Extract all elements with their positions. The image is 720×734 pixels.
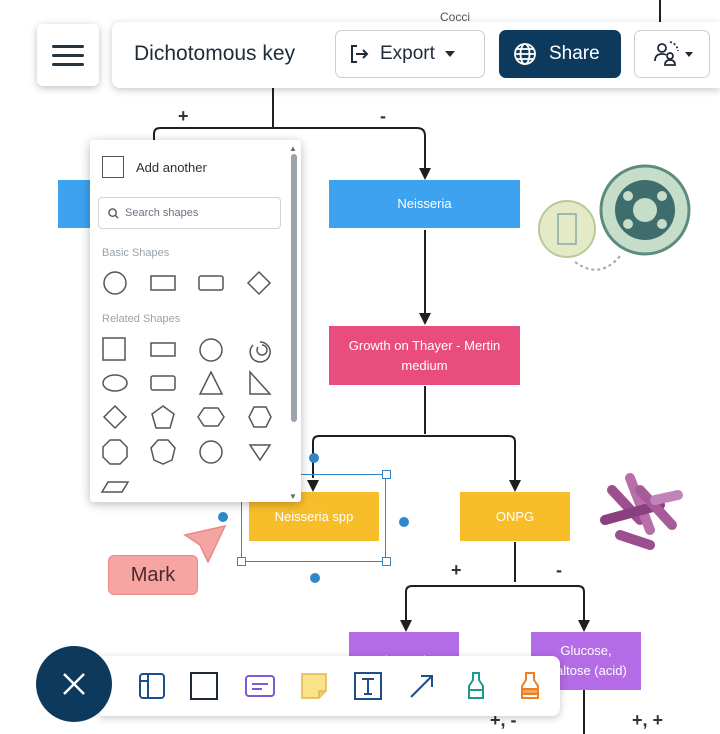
- text-icon: [354, 672, 382, 700]
- frame-icon: [139, 673, 165, 699]
- node-onpg[interactable]: ONPG: [460, 492, 570, 541]
- related-parallelogram-icon: [100, 481, 130, 493]
- add-another-checkbox[interactable]: [102, 156, 124, 178]
- scroll-up-icon[interactable]: ▲: [289, 144, 297, 153]
- card-icon: [245, 675, 275, 697]
- node-growth-medium[interactable]: Growth on Thayer - Mertin medium: [329, 326, 520, 385]
- search-shapes-field[interactable]: [98, 197, 281, 229]
- frame-tool[interactable]: [134, 668, 170, 704]
- rounded-rectangle-shape-icon: [198, 275, 224, 291]
- collaborators-icon: [654, 41, 679, 66]
- related-shapes-grid[interactable]: [90, 330, 290, 500]
- connector-dot-left[interactable]: [218, 512, 228, 522]
- diamond-shape-icon: [246, 270, 272, 296]
- related-diamond-icon: [102, 404, 128, 430]
- mark-cursor-icon: [183, 524, 227, 564]
- highlighter-icon: [468, 672, 484, 699]
- scroll-down-icon[interactable]: ▼: [289, 492, 297, 501]
- related-octagon-icon: [102, 439, 128, 465]
- selection-box[interactable]: [241, 474, 386, 562]
- related-square-icon: [102, 337, 126, 361]
- panel-scrollbar[interactable]: [291, 154, 297, 422]
- export-icon: [351, 45, 369, 63]
- cocci-illustration: [538, 164, 691, 271]
- related-heptagon-icon: [248, 406, 272, 428]
- basic-shapes-title: Basic Shapes: [102, 247, 170, 259]
- resize-handle-bottom-left[interactable]: [237, 557, 246, 566]
- bottom-toolbar: [100, 656, 560, 716]
- shape-diamond[interactable]: [242, 268, 276, 298]
- related-shapes-title: Related Shapes: [102, 313, 181, 325]
- related-pentagon-icon: [151, 405, 175, 429]
- rectangle-tool[interactable]: [186, 668, 222, 704]
- related-spiral-icon: [249, 341, 271, 363]
- chevron-down-icon: [685, 51, 693, 57]
- rectangle-icon: [190, 672, 218, 700]
- edge-label-glucose: +, +: [632, 710, 664, 730]
- related-right-triangle-icon: [249, 370, 272, 395]
- resize-handle-bottom-right[interactable]: [382, 557, 391, 566]
- related-triangle-icon: [198, 370, 224, 395]
- connector-dot-bottom[interactable]: [310, 573, 320, 583]
- arrow-icon: [410, 675, 433, 698]
- related-nonagon-icon: [150, 439, 176, 465]
- close-toolbar-button[interactable]: [36, 646, 112, 722]
- edge-label-onpg-positive: +: [451, 560, 462, 580]
- shape-rounded-rectangle[interactable]: [194, 268, 228, 298]
- close-icon: [63, 673, 85, 695]
- top-toolbar: Dichotomous key Export Share: [112, 22, 720, 88]
- share-button[interactable]: Share: [499, 30, 621, 78]
- add-another-label: Add another: [136, 159, 207, 175]
- shape-circle[interactable]: [98, 268, 132, 298]
- export-button[interactable]: Export: [335, 30, 485, 78]
- shapes-panel: Add another Basic Shapes Related Shapes: [90, 140, 301, 502]
- search-shapes-input[interactable]: [125, 207, 265, 219]
- connector-dot-right[interactable]: [399, 517, 409, 527]
- related-decagon-icon: [199, 440, 223, 464]
- document-title[interactable]: Dichotomous key: [134, 42, 296, 65]
- card-tool[interactable]: [242, 668, 278, 704]
- add-another-option[interactable]: Add another: [102, 156, 207, 178]
- rectangle-shape-icon: [150, 275, 176, 291]
- sticky-note-icon: [301, 673, 327, 699]
- node-neisseria[interactable]: Neisseria: [329, 180, 520, 228]
- chevron-down-icon: [444, 51, 455, 57]
- highlighter-tool[interactable]: [458, 668, 494, 704]
- hamburger-menu-button[interactable]: [37, 24, 99, 86]
- text-tool[interactable]: [350, 668, 386, 704]
- hamburger-icon: [52, 44, 84, 48]
- marker-tool[interactable]: [512, 668, 548, 704]
- export-label: Export: [380, 43, 435, 64]
- connector-dot-top[interactable]: [309, 453, 319, 463]
- arrow-tool[interactable]: [404, 668, 440, 704]
- edge-label-negative: -: [380, 106, 386, 126]
- edge-label-onpg-negative: -: [556, 560, 562, 580]
- related-rectangle-icon: [150, 342, 176, 357]
- mark-tag: Mark: [108, 555, 198, 595]
- resize-handle-top-right[interactable]: [382, 470, 391, 479]
- shape-rectangle[interactable]: [146, 268, 180, 298]
- collaborators-button[interactable]: [634, 30, 710, 78]
- related-rounded-rect-icon: [150, 375, 176, 391]
- marker-icon: [521, 672, 539, 699]
- globe-icon: [514, 43, 536, 65]
- share-label: Share: [549, 43, 600, 64]
- related-hexagon-icon: [197, 407, 225, 427]
- top-node-label: Cocci: [440, 10, 471, 24]
- bacilli-illustration: [600, 473, 683, 550]
- related-inverted-triangle-icon: [248, 444, 272, 462]
- sticky-note-tool[interactable]: [296, 668, 332, 704]
- search-icon: [108, 207, 119, 219]
- related-circle-icon: [199, 338, 223, 362]
- edge-label-positive: +: [178, 106, 189, 126]
- circle-shape-icon: [103, 271, 127, 295]
- related-ellipse-icon: [102, 374, 128, 392]
